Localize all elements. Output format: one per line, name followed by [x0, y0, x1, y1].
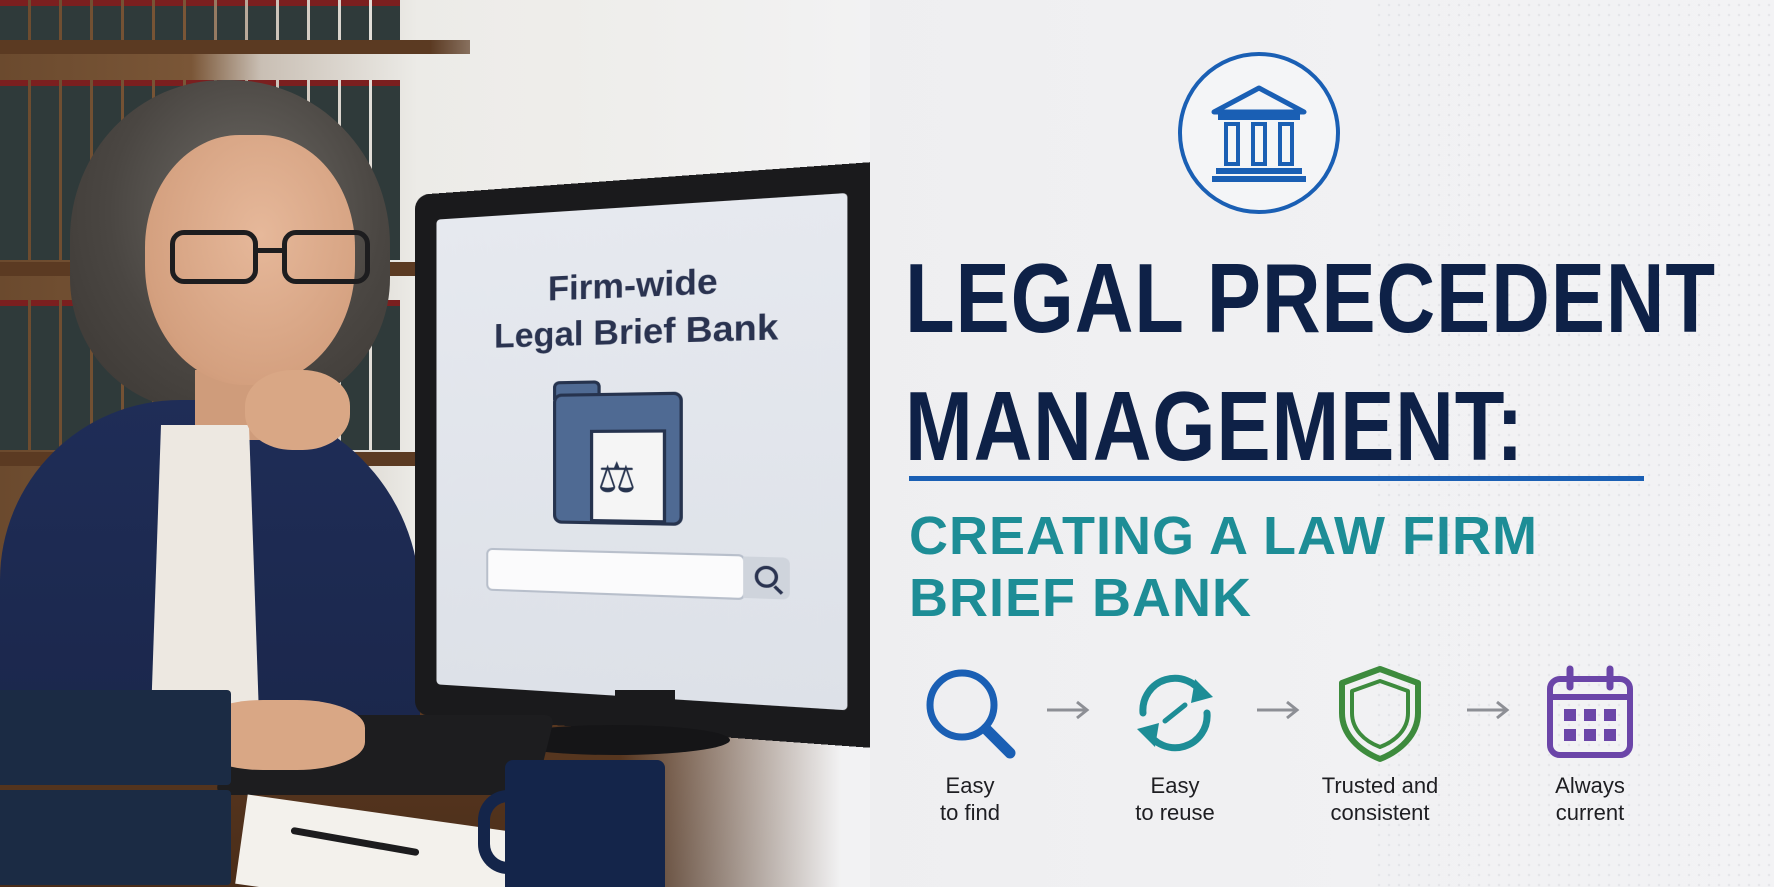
keyboard: [215, 715, 555, 795]
feature-easy-to-find: Easy to find: [885, 665, 1055, 826]
screen-title: Firm-wide Legal Brief Bank: [494, 260, 779, 355]
folder-icon: ⚖: [553, 380, 688, 532]
feature-label: Always current: [1555, 773, 1625, 825]
shield-icon: [1295, 665, 1465, 762]
title-line-2: MANAGEMENT:: [905, 371, 1525, 481]
magnifier-icon: [885, 665, 1055, 760]
arrow-icon: [1257, 700, 1300, 720]
divider: [909, 476, 1644, 481]
coffee-mug: [505, 760, 665, 887]
photo-scene: Firm-wide Legal Brief Bank ⚖: [0, 0, 870, 887]
hand-on-chin: [245, 370, 350, 450]
feature-easy-to-reuse: Easy to reuse: [1090, 665, 1260, 826]
feature-always-current: Always current: [1505, 665, 1675, 826]
main-title: LEGAL PRECEDENT MANAGEMENT:: [905, 243, 1716, 481]
book-stack: [0, 690, 231, 887]
face: [145, 135, 355, 385]
screen-search-button: [743, 556, 790, 600]
scales-of-justice-icon: ⚖: [597, 455, 637, 502]
feature-trusted-and-consistent: Trusted and consistent: [1295, 665, 1465, 826]
search-icon: [754, 565, 779, 589]
subtitle-line-1: CREATING A LAW FIRM: [909, 506, 1538, 566]
feature-label: Easy to find: [940, 773, 1000, 825]
screen-search-box: [486, 547, 746, 601]
refresh-icon: [1090, 665, 1260, 760]
glasses: [170, 230, 380, 290]
shelf: [0, 40, 470, 54]
title-line-1: LEGAL PRECEDENT: [905, 243, 1716, 353]
monitor-screen: Firm-wide Legal Brief Bank ⚖: [436, 192, 848, 711]
feature-label: Trusted and consistent: [1321, 773, 1439, 825]
arrow-icon: [1467, 700, 1510, 720]
subtitle-line-2: BRIEF BANK: [909, 568, 1252, 628]
courthouse-icon: [1178, 52, 1340, 214]
arrow-icon: [1047, 700, 1090, 720]
calendar-icon: [1505, 665, 1675, 760]
woman-at-computer: [0, 40, 420, 780]
subtitle: CREATING A LAW FIRM BRIEF BANK: [909, 505, 1669, 629]
computer-monitor: Firm-wide Legal Brief Bank ⚖: [415, 161, 870, 749]
feature-label: Easy to reuse: [1135, 773, 1215, 825]
bookshelf-row: [0, 0, 430, 40]
